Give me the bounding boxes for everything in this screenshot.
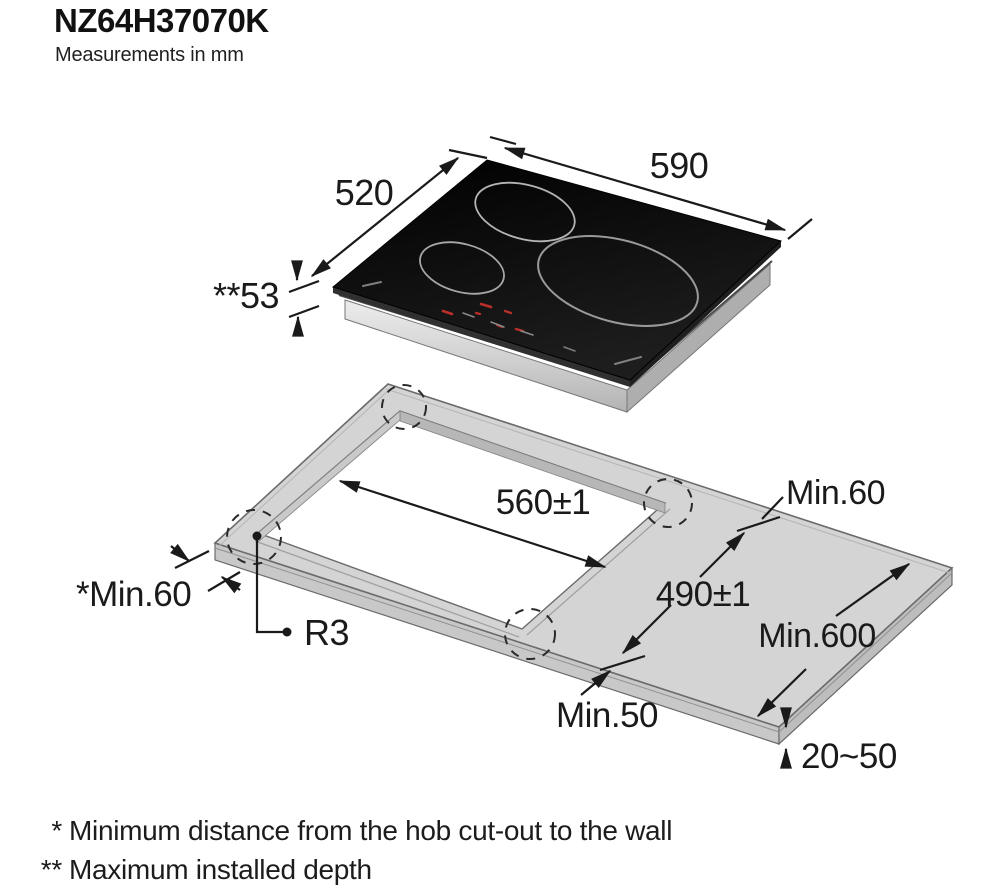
side-clearance-label: *Min.60 xyxy=(76,575,191,614)
dimension-front-clearance: Min.50 xyxy=(556,670,659,735)
front-clearance-label: Min.50 xyxy=(556,696,658,735)
cutout-width-label: 560±1 xyxy=(496,483,591,522)
thickness-label: 20~50 xyxy=(801,737,897,776)
min-depth-label: Min.600 xyxy=(758,617,875,655)
footnote-marker: ** xyxy=(40,853,63,885)
dimension-back-clearance: Min.60 xyxy=(761,474,886,520)
dimension-side-clearance: *Min.60 xyxy=(76,543,242,614)
worktop-diagram: 560±1 490±1 Min.60 *Min.60 xyxy=(76,383,954,776)
dimension-installed-depth: **53 xyxy=(213,260,320,337)
corner-radius-marker-back xyxy=(381,384,427,430)
corner-radius-marker-right xyxy=(643,478,693,528)
dimension-hob-depth: 520 xyxy=(310,157,460,277)
corner-radius-marker-front xyxy=(504,608,556,660)
dimension-hob-width: 590 xyxy=(448,135,813,240)
footnote-min-distance: * Minimum distance from the hob cut-out … xyxy=(0,812,780,851)
corner-radius-label: R3 xyxy=(304,612,349,653)
hob-illustration: 590 520 **53 xyxy=(213,135,813,414)
footnote-text: Minimum distance from the hob cut-out to… xyxy=(69,815,673,846)
footnotes: * Minimum distance from the hob cut-out … xyxy=(0,812,780,887)
footnote-text: Maximum installed depth xyxy=(69,853,372,885)
cutout-depth-label: 490±1 xyxy=(656,575,751,614)
dimension-cutout-depth: 490±1 xyxy=(599,515,781,672)
control-panel-indicators xyxy=(362,281,642,365)
footnote-marker: * xyxy=(51,815,62,846)
callout-corner-radius: R3 xyxy=(252,531,350,653)
hob-width-label: 590 xyxy=(650,145,709,186)
units-subtitle: Measurements in mm xyxy=(55,44,244,66)
glass-edge-left xyxy=(333,287,630,387)
installed-depth-label: **53 xyxy=(213,275,279,316)
cutout-inner-wall-left xyxy=(257,410,401,543)
hob-depth-label: 520 xyxy=(335,172,394,213)
footnote-max-depth: ** Maximum installed depth xyxy=(0,851,780,887)
dimension-cutout-width: 560±1 xyxy=(338,479,607,569)
worktop-top-surface xyxy=(215,384,952,727)
hob-chassis-right-face xyxy=(626,262,771,414)
ceramic-glass-surface xyxy=(331,159,783,381)
model-number-title: NZ64H37070K xyxy=(54,2,269,39)
corner-radius-marker-left xyxy=(226,509,282,565)
back-clearance-label: Min.60 xyxy=(786,474,885,512)
dimension-min-depth: Min.600 xyxy=(756,563,911,718)
glass-edge-right xyxy=(630,241,781,387)
dimension-thickness: 20~50 xyxy=(780,707,897,776)
burner-zone-right xyxy=(537,235,699,327)
